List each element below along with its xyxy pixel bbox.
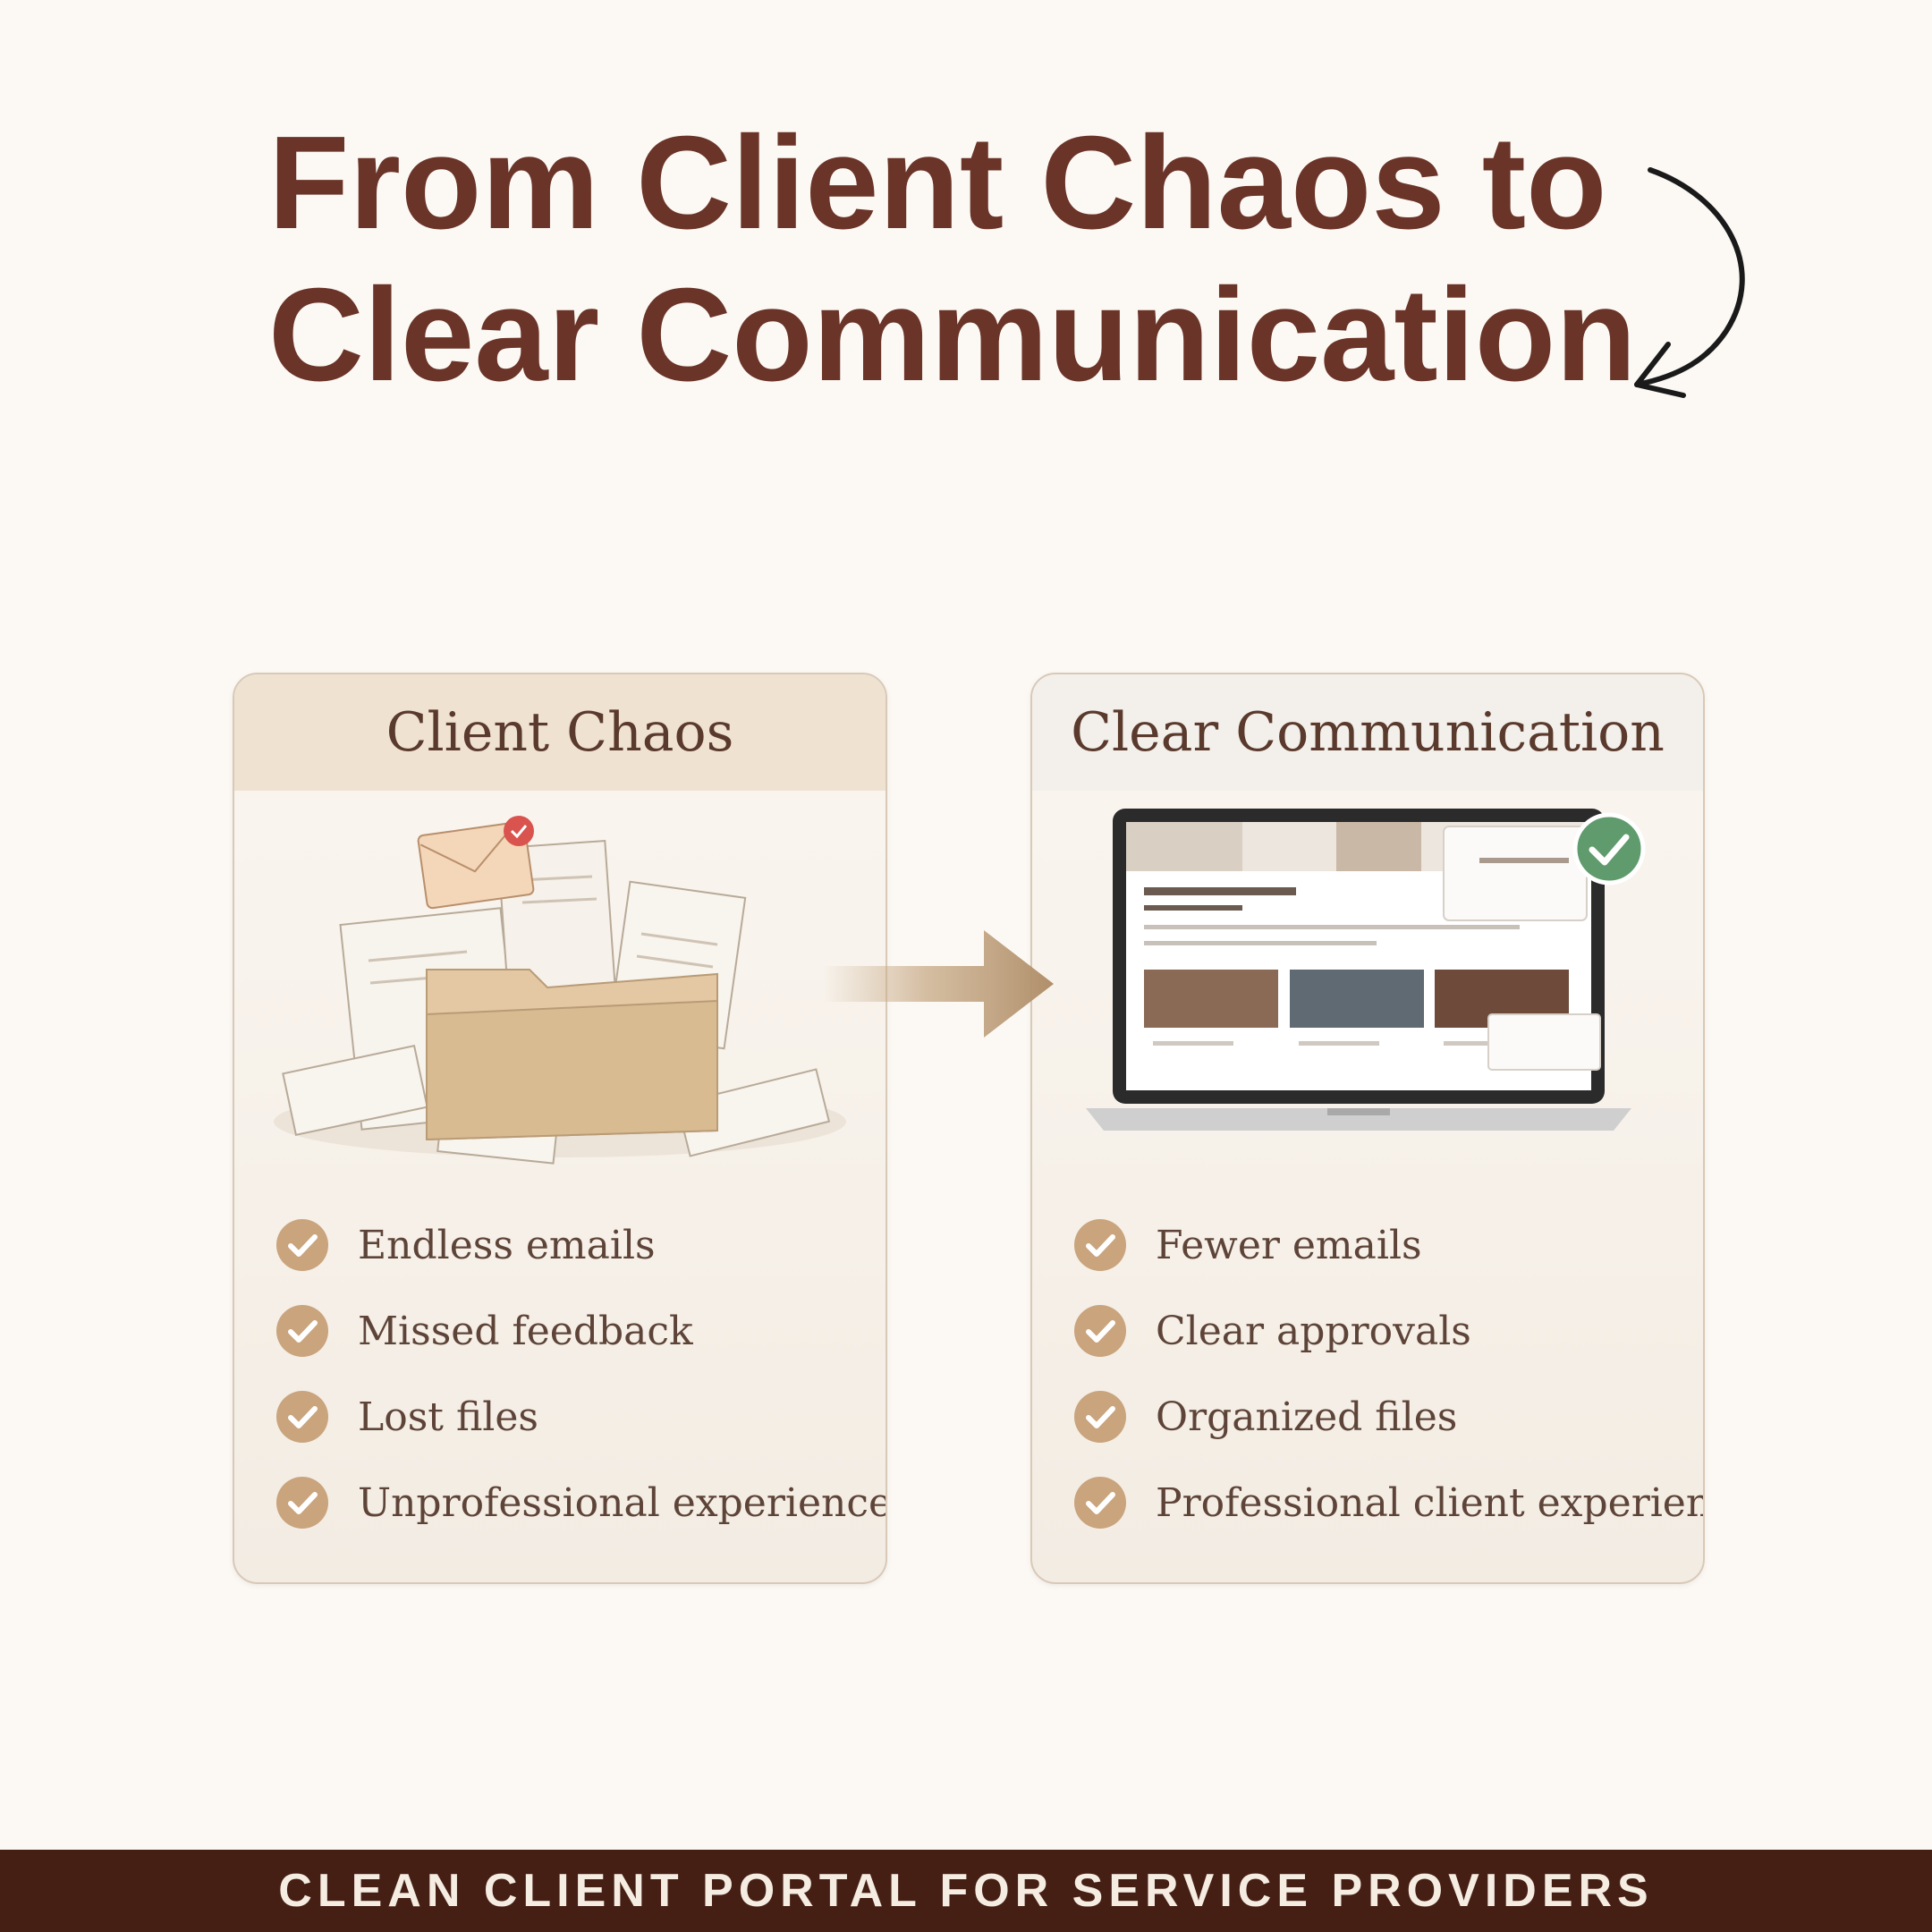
check-icon bbox=[276, 1391, 328, 1443]
list-item-label: Fewer emails bbox=[1156, 1222, 1422, 1268]
list-item-label: Organized files bbox=[1156, 1394, 1458, 1440]
folder-icon bbox=[274, 815, 846, 1165]
check-icon bbox=[1074, 1219, 1126, 1271]
list-item-label: Endless emails bbox=[358, 1222, 656, 1268]
after-list: Fewer emails Clear approvals Organized f… bbox=[1073, 1202, 1705, 1546]
list-item-label: Unprofessional experience bbox=[358, 1479, 887, 1526]
before-card-title: Client Chaos bbox=[234, 674, 886, 791]
envelope-icon bbox=[417, 815, 535, 910]
after-card-title: Clear Communication bbox=[1032, 674, 1703, 791]
list-item: Missed feedback bbox=[275, 1288, 886, 1374]
laptop-icon bbox=[1086, 809, 1646, 1131]
after-card: Clear Communication bbox=[1030, 673, 1705, 1584]
check-icon bbox=[1074, 1391, 1126, 1443]
list-item: Endless emails bbox=[275, 1202, 886, 1288]
check-icon bbox=[276, 1219, 328, 1271]
list-item-label: Missed feedback bbox=[358, 1308, 693, 1354]
list-item: Professional client experience bbox=[1073, 1460, 1705, 1546]
footer-banner: CLEAN CLIENT PORTAL FOR SERVICE PROVIDER… bbox=[0, 1850, 1932, 1932]
list-item: Lost files bbox=[275, 1374, 886, 1460]
right-arrow-icon bbox=[823, 930, 1054, 1038]
list-item-label: Professional client experience bbox=[1156, 1479, 1705, 1526]
list-item: Unprofessional experience bbox=[275, 1460, 887, 1546]
headline-line-1: From Client Chaos to bbox=[268, 109, 1607, 257]
check-icon bbox=[276, 1477, 328, 1529]
list-item-label: Clear approvals bbox=[1156, 1308, 1471, 1354]
list-item: Fewer emails bbox=[1073, 1202, 1703, 1288]
list-item: Organized files bbox=[1073, 1374, 1703, 1460]
before-card: Client Chaos End bbox=[233, 673, 887, 1584]
success-check-icon bbox=[1572, 812, 1646, 886]
list-item-label: Lost files bbox=[358, 1394, 538, 1440]
check-icon bbox=[1074, 1477, 1126, 1529]
list-item: Clear approvals bbox=[1073, 1288, 1703, 1374]
check-icon bbox=[1074, 1305, 1126, 1357]
headline-line-2: Clear Communication bbox=[268, 261, 1637, 409]
headline: From Client Chaos to Clear Communication bbox=[268, 107, 1664, 411]
check-icon bbox=[276, 1305, 328, 1357]
before-list: Endless emails Missed feedback Lost file… bbox=[275, 1202, 887, 1546]
curved-arrow-icon bbox=[1634, 167, 1745, 398]
